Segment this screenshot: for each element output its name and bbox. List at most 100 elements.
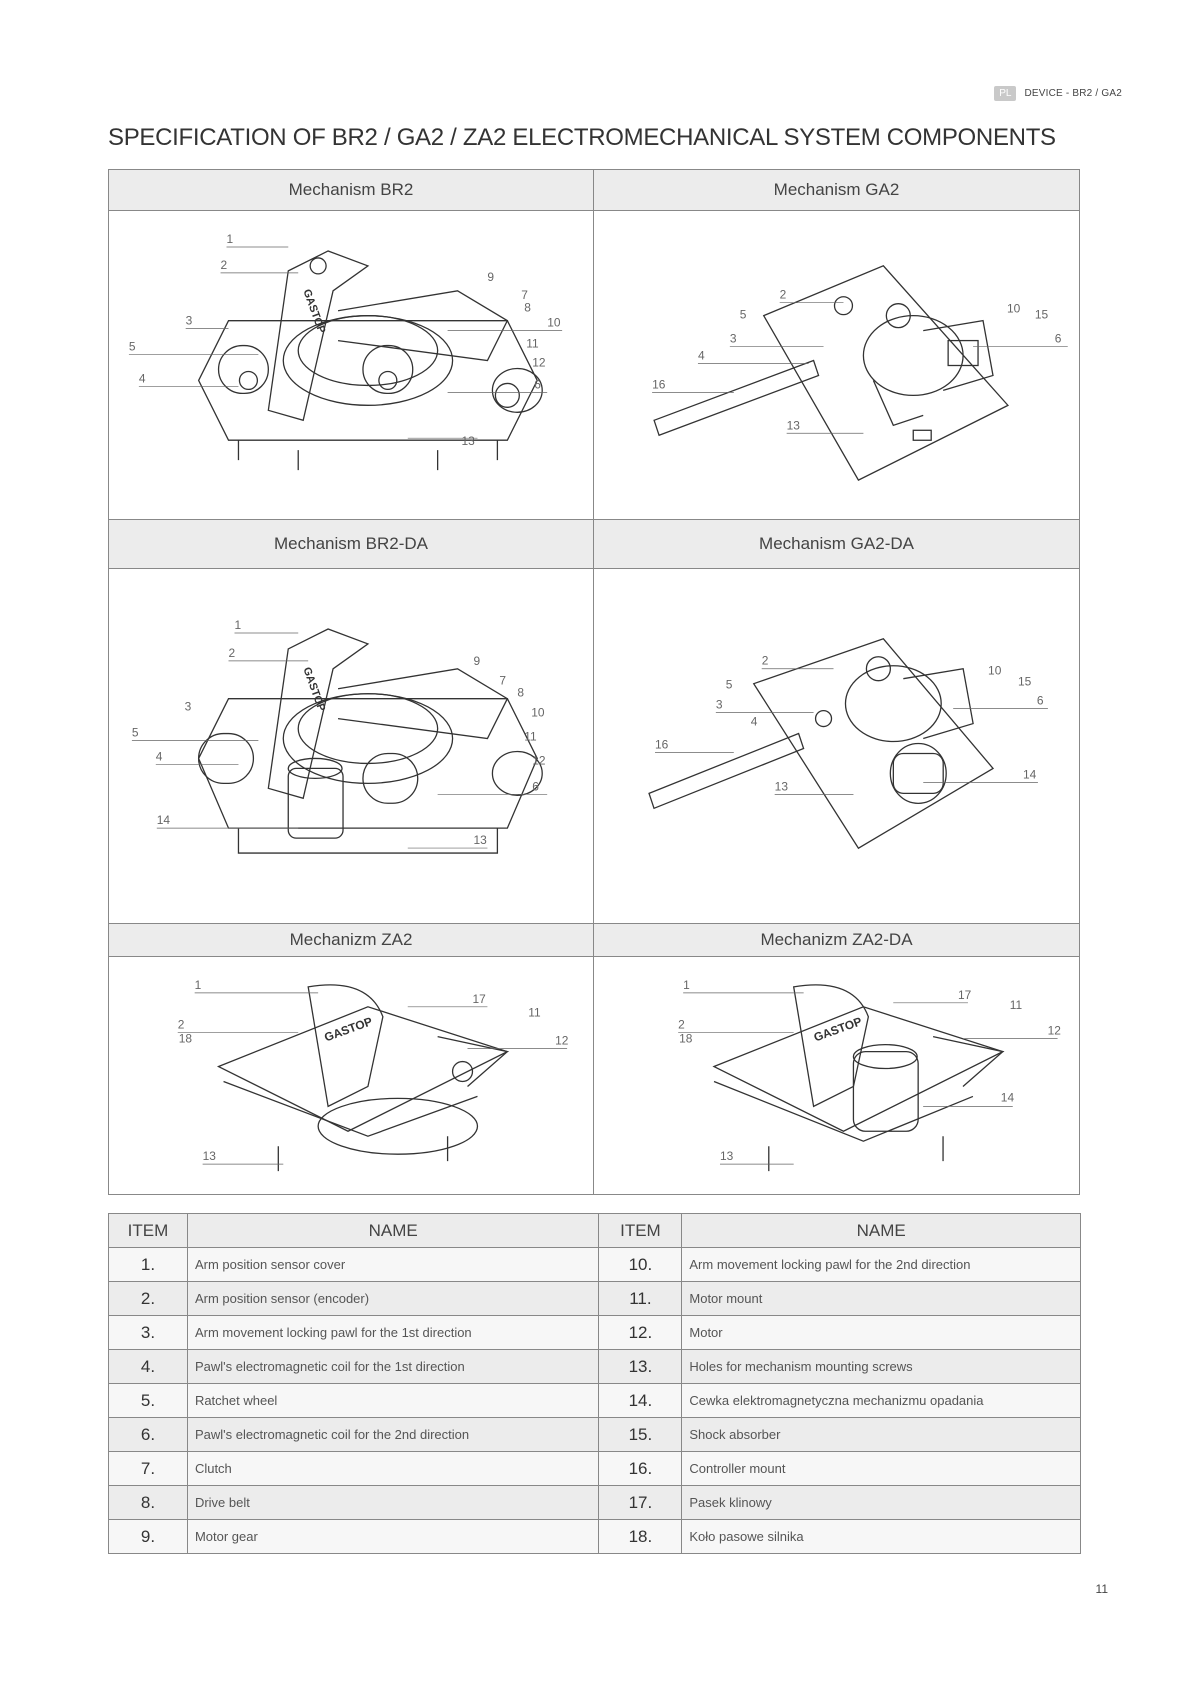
- za2da-callout-14: 14: [1001, 1090, 1015, 1104]
- item-number: 3.: [108, 1315, 188, 1350]
- table-row: 9. Motor gear 18. Koło pasowe silnika: [108, 1519, 1081, 1554]
- ga2-callout-15: 15: [1035, 308, 1049, 322]
- item-number: 14.: [598, 1383, 683, 1418]
- br2-callout-10: 10: [547, 316, 561, 330]
- table-row: 3. Arm movement locking pawl for the 1st…: [108, 1315, 1081, 1350]
- za2-callout-11: 11: [528, 1006, 541, 1020]
- col-item-left: ITEM: [108, 1213, 188, 1248]
- mechanism-br2da-title: Mechanism BR2-DA: [109, 520, 594, 569]
- mechanism-ga2da-drawing: 2 3 4 5 6 10 13 14 15 16: [594, 569, 1079, 924]
- table-row: 1. Arm position sensor cover 10. Arm mov…: [108, 1247, 1081, 1282]
- item-name: Arm position sensor (encoder): [186, 1281, 600, 1316]
- br2da-callout-10: 10: [531, 706, 545, 720]
- ga2da-callout-13: 13: [775, 779, 789, 793]
- table-row: 8. Drive belt 17. Pasek klinowy: [108, 1485, 1081, 1520]
- br2-callout-1: 1: [227, 232, 234, 246]
- table-row: 6. Pawl's electromagnetic coil for the 2…: [108, 1417, 1081, 1452]
- za2da-callout-12: 12: [1048, 1024, 1062, 1038]
- br2-drawing: 1 2 3 4 5 6 7 8 9 10 11 12 13 GASTOP: [129, 232, 563, 471]
- item-number: 13.: [598, 1349, 683, 1384]
- item-name: Motor: [681, 1315, 1081, 1350]
- item-number: 12.: [598, 1315, 683, 1350]
- mechanism-za2-drawing: 1 2 11 12 13 17 18 GASTOP: [109, 957, 594, 1194]
- ga2da-callout-4: 4: [751, 715, 758, 729]
- table-row: 5. Ratchet wheel 14. Cewka elektromagnet…: [108, 1383, 1081, 1418]
- br2-callout-5: 5: [129, 340, 136, 354]
- ga2-callout-10: 10: [1007, 302, 1021, 316]
- item-number: 8.: [108, 1485, 188, 1520]
- za2da-callout-2: 2: [678, 1018, 685, 1032]
- item-name: Arm movement locking pawl for the 2nd di…: [681, 1247, 1081, 1282]
- za2-callout-13: 13: [203, 1149, 217, 1163]
- mechanism-za2da-drawing: 1 2 11 12 13 14 17 18 GASTOP: [594, 957, 1079, 1194]
- ga2-callout-13: 13: [787, 418, 801, 432]
- ga2da-callout-2: 2: [762, 654, 769, 668]
- mechanism-br2-drawing: 1 2 3 4 5 6 7 8 9 10 11 12 13 GASTOP: [109, 211, 594, 520]
- za2-logo: GASTOP: [322, 1014, 374, 1044]
- item-number: 6.: [108, 1417, 188, 1452]
- ga2da-callout-16: 16: [655, 737, 669, 751]
- br2-callout-13: 13: [462, 434, 476, 448]
- mechanism-ga2-drawing: 2 3 4 5 6 10 13 15 16: [594, 211, 1079, 520]
- br2-callout-7: 7: [521, 288, 528, 302]
- ga2da-callout-6: 6: [1037, 694, 1044, 708]
- item-name: Koło pasowe silnika: [681, 1519, 1081, 1554]
- page-title: SPECIFICATION OF BR2 / GA2 / ZA2 ELECTRO…: [108, 124, 1056, 151]
- item-name: Arm position sensor cover: [186, 1247, 600, 1282]
- za2da-callout-13: 13: [720, 1149, 734, 1163]
- br2-callout-11: 11: [526, 337, 539, 351]
- item-name: Shock absorber: [681, 1417, 1081, 1452]
- item-name: Clutch: [186, 1451, 600, 1486]
- page-header: PL DEVICE - BR2 / GA2: [994, 86, 1122, 101]
- table-row: 2. Arm position sensor (encoder) 11. Mot…: [108, 1281, 1081, 1316]
- item-number: 2.: [108, 1281, 188, 1316]
- br2-logo: GASTOP: [300, 288, 327, 335]
- item-number: 11.: [598, 1281, 683, 1316]
- mechanism-za2-title: Mechanizm ZA2: [109, 924, 594, 957]
- ga2-drawing: 2 3 4 5 6 10 13 15 16: [652, 265, 1068, 481]
- br2-callout-12: 12: [532, 355, 546, 369]
- col-name-right: NAME: [681, 1213, 1081, 1248]
- parts-table: ITEM NAME ITEM NAME 1. Arm position sens…: [108, 1213, 1081, 1554]
- za2-callout-18: 18: [179, 1032, 193, 1046]
- br2da-drawing: 1 2 3 4 5 6 7 8 9 10 11 12 13 14: [132, 618, 548, 854]
- item-number: 5.: [108, 1383, 188, 1418]
- br2da-callout-11: 11: [524, 730, 537, 744]
- item-name: Motor mount: [681, 1281, 1081, 1316]
- br2da-callout-12: 12: [532, 753, 546, 767]
- br2-callout-3: 3: [186, 314, 193, 328]
- page-number: 11: [1095, 1582, 1108, 1596]
- mechanism-br2da-drawing: 1 2 3 4 5 6 7 8 9 10 11 12 13 14: [109, 569, 594, 924]
- table-row: 7. Clutch 16. Controller mount: [108, 1451, 1081, 1486]
- za2da-callout-18: 18: [679, 1032, 693, 1046]
- br2-callout-6: 6: [534, 377, 541, 391]
- item-name: Motor gear: [186, 1519, 600, 1554]
- item-number: 7.: [108, 1451, 188, 1486]
- za2da-callout-1: 1: [683, 978, 690, 992]
- item-number: 10.: [598, 1247, 683, 1282]
- br2da-callout-8: 8: [517, 686, 524, 700]
- br2da-callout-2: 2: [229, 646, 236, 660]
- language-badge: PL: [994, 86, 1017, 101]
- za2-callout-1: 1: [195, 978, 202, 992]
- za2-callout-17: 17: [472, 992, 486, 1006]
- br2da-logo: GASTOP: [300, 666, 327, 713]
- item-number: 16.: [598, 1451, 683, 1486]
- br2da-callout-14: 14: [157, 813, 171, 827]
- br2da-callout-13: 13: [473, 833, 487, 847]
- ga2-callout-4: 4: [698, 349, 705, 363]
- br2da-callout-9: 9: [473, 654, 480, 668]
- br2-callout-4: 4: [139, 371, 146, 385]
- br2da-callout-7: 7: [499, 674, 506, 688]
- br2da-callout-6: 6: [532, 779, 539, 793]
- za2-callout-12: 12: [555, 1034, 569, 1048]
- item-name: Ratchet wheel: [186, 1383, 600, 1418]
- mechanism-grid: Mechanism BR2 Mechanism GA2 1 2 3: [108, 169, 1080, 1195]
- item-name: Cewka elektromagnetyczna mechanizmu opad…: [681, 1383, 1081, 1418]
- item-name: Pasek klinowy: [681, 1485, 1081, 1520]
- ga2da-callout-15: 15: [1018, 675, 1032, 689]
- ga2-callout-16: 16: [652, 377, 666, 391]
- za2-drawing: 1 2 11 12 13 17 18 GASTOP: [177, 978, 569, 1172]
- za2-callout-2: 2: [178, 1018, 185, 1032]
- item-name: Holes for mechanism mounting screws: [681, 1349, 1081, 1384]
